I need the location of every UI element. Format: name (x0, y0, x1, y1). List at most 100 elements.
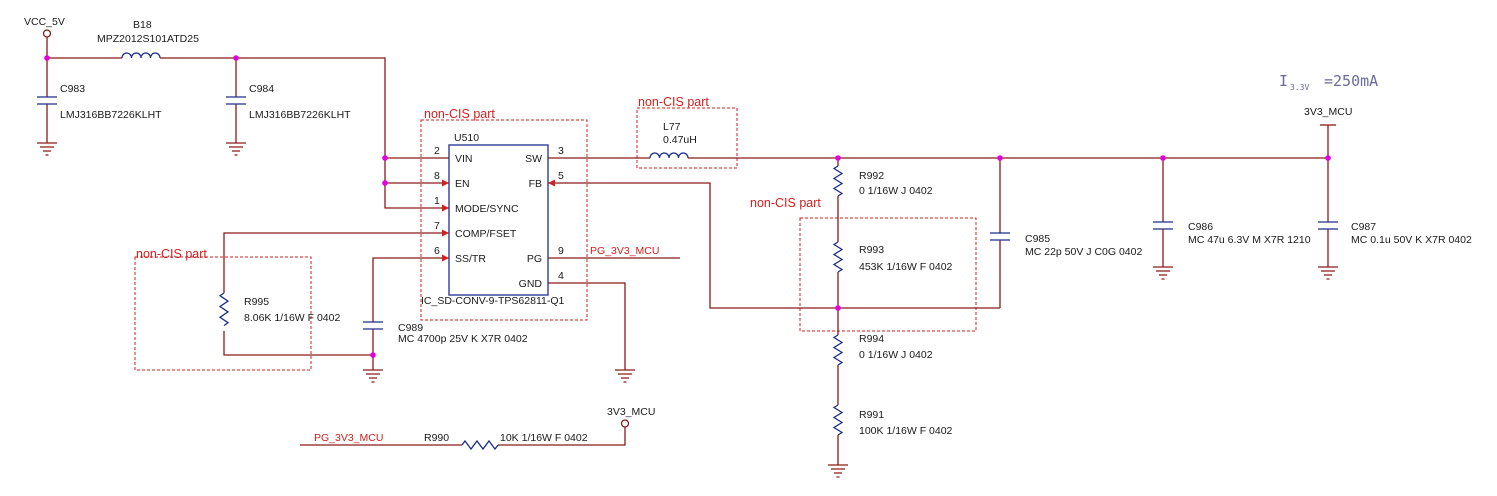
capacitor-c984[interactable] (226, 96, 246, 105)
u510-ic[interactable] (442, 144, 555, 296)
part-c984: LMJ316BB7226KLHT (249, 109, 351, 121)
capacitor-c983[interactable] (37, 96, 57, 105)
pin-number-5: 5 (558, 170, 564, 182)
capacitor-c985[interactable] (990, 232, 1010, 241)
junction-dot (44, 55, 50, 61)
noncis-box-r993 (799, 217, 977, 332)
ground-icon (1153, 266, 1173, 280)
noncis-label-l77: non-CIS part (638, 95, 709, 109)
ref-r993: R993 (859, 244, 884, 256)
noncis-box-r995 (134, 256, 312, 371)
ref-r994: R994 (859, 333, 884, 345)
ref-c986: C986 (1188, 221, 1213, 233)
ref-c983: C983 (60, 83, 85, 95)
inductor-b18[interactable] (121, 52, 161, 59)
net-label-3v3-mcu: 3V3_MCU (1304, 106, 1352, 118)
value-r990: 10K 1/16W F 0402 (500, 432, 588, 444)
resistors (218, 165, 844, 451)
resistor-r990[interactable] (461, 439, 499, 451)
ref-r995: R995 (244, 296, 269, 308)
ground-icon (1318, 266, 1338, 280)
ref-r990: R990 (424, 432, 449, 444)
ground-icon (828, 464, 848, 478)
wire-fb (548, 182, 1000, 309)
ground-icon (37, 142, 57, 156)
wire-comp (223, 232, 449, 356)
current-annotation-symbol: I (1279, 72, 1288, 90)
ref-l77: L77 (663, 121, 681, 133)
resistor-r995[interactable] (218, 292, 230, 327)
pin-name-fb: FB (529, 178, 542, 190)
junction-dot (370, 352, 376, 358)
wire-l77-to-output (688, 125, 1329, 159)
pin-name-en: EN (455, 178, 470, 190)
noncis-box-l77 (636, 107, 738, 169)
u510-body (448, 144, 549, 296)
junction-dot (382, 180, 388, 186)
wire-b18-to-rail (160, 57, 449, 209)
value-r995: 8.06K 1/16W F 0402 (244, 312, 340, 324)
arrow-comp (442, 229, 449, 237)
junction-dot (1160, 155, 1166, 161)
current-annotation-value: =250mA (1324, 72, 1378, 90)
pin-number-7: 7 (434, 220, 440, 232)
ground-icon (615, 369, 635, 383)
junctions (44, 55, 1331, 358)
net-label-3v3-mcu: 3V3_MCU (607, 406, 655, 418)
text-labels: VCC_5V B18 MPZ2012S101ATD25 C983 LMJ316B… (24, 16, 1472, 444)
junction-dot (1325, 155, 1331, 161)
ref-c989: C989 (398, 322, 423, 334)
capacitor-c989[interactable] (363, 321, 383, 330)
capacitor-c986[interactable] (1153, 221, 1173, 230)
value-c986: MC 47u 6.3V M X7R 1210 (1188, 234, 1311, 246)
grounds (37, 142, 1338, 478)
wire-ss (372, 257, 449, 370)
pin-name-sw: SW (525, 153, 542, 165)
pin-number-9: 9 (558, 245, 564, 257)
pin-name-mode: MODE/SYNC (455, 203, 519, 215)
pin-number-1: 1 (434, 195, 440, 207)
ref-r992: R992 (859, 170, 884, 182)
noncis-label-r995: non-CIS part (136, 247, 207, 261)
net-label-pg-3v3-mcu: PG_3V3_MCU (590, 245, 659, 257)
resistor-r992[interactable] (832, 165, 844, 197)
pin-number-2: 2 (434, 145, 440, 157)
part-u510: IC_SD-CONV-9-TPS62811-Q1 (421, 295, 565, 307)
value-c989: MC 4700p 25V K X7R 0402 (398, 333, 528, 345)
ref-u510: U510 (454, 132, 479, 144)
pin-name-comp: COMP/FSET (455, 228, 517, 240)
ground-icon (363, 369, 383, 383)
junction-dot (835, 155, 841, 161)
pin-name-ss: SS/TR (455, 253, 486, 265)
capacitor-c987[interactable] (1318, 221, 1338, 230)
junction-dot (835, 305, 841, 311)
pin-number-3: 3 (558, 145, 564, 157)
power-port-3v3-icon[interactable] (620, 419, 630, 428)
part-b18: MPZ2012S101ATD25 (97, 33, 199, 45)
noncis-label-u510: non-CIS part (424, 107, 495, 121)
junction-dot (382, 155, 388, 161)
ref-b18: B18 (133, 19, 152, 31)
resistor-r993[interactable] (832, 241, 844, 273)
wire-r990 (300, 427, 626, 446)
resistor-r991[interactable] (832, 404, 844, 436)
net-label-vcc-5v: VCC_5V (24, 16, 65, 28)
pin-number-4: 4 (558, 270, 564, 282)
power-port-vcc-icon[interactable] (42, 29, 52, 38)
value-l77: 0.47uH (663, 134, 697, 146)
ref-c985: C985 (1025, 233, 1050, 245)
net-label-pg-3v3-mcu: PG_3V3_MCU (314, 432, 383, 444)
inductor-l77[interactable] (649, 152, 689, 159)
value-c987: MC 0.1u 50V K X7R 0402 (1351, 234, 1472, 246)
junction-dot (997, 155, 1003, 161)
capacitors (37, 96, 1338, 330)
pin-number-8: 8 (434, 170, 440, 182)
value-r992: 0 1/16W J 0402 (859, 185, 933, 197)
ref-c984: C984 (249, 83, 274, 95)
noncis-regions (134, 107, 977, 371)
noncis-box-u510 (420, 119, 588, 321)
resistor-r994[interactable] (832, 334, 844, 366)
pin-name-pg: PG (527, 253, 542, 265)
arrow-en (442, 179, 449, 187)
arrow-ss (442, 254, 449, 262)
